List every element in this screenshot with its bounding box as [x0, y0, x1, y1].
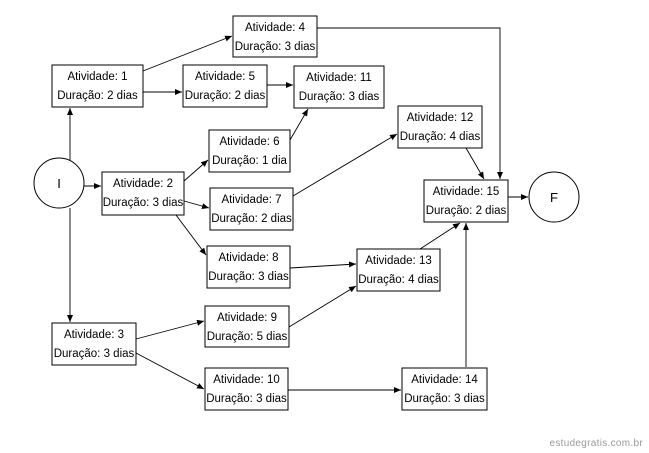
activity-box [356, 248, 441, 292]
activity-box [204, 367, 289, 411]
activity-duration: Duração: 1 dia [212, 155, 287, 167]
edge-a9-a13 [288, 285, 357, 328]
activity-duration: Duração: 3 dias [404, 393, 485, 405]
activity-node-a7: Atividade: 7 Duração: 2 dias [209, 187, 294, 231]
activity-box [397, 105, 483, 149]
edge-a1-a4 [142, 35, 233, 72]
activity-box [208, 129, 291, 173]
activity-node-a6: Atividade: 6 Duração: 1 dia [208, 129, 291, 173]
activity-name: Atividade: 3 [64, 329, 124, 341]
activity-node-a2: Atividade: 2 Duração: 3 dias [101, 171, 185, 216]
activity-name: Atividade: 4 [245, 22, 306, 34]
activity-duration: Duração: 3 dias [299, 91, 380, 103]
activity-duration: Duração: 5 dias [207, 331, 288, 343]
activity-node-a11: Atividade: 11 Duração: 3 dias [293, 65, 385, 109]
edge-a2-a8 [175, 214, 207, 256]
activity-node-a13: Atividade: 13 Duração: 4 dias [356, 248, 441, 292]
activity-node-a1: Atividade: 1 Duração: 2 dias [51, 64, 144, 108]
activity-name: Atividade: 8 [218, 252, 278, 264]
edge-a12-a15 [465, 147, 485, 180]
activity-node-a5: Atividade: 5 Duração: 2 dias [182, 64, 268, 108]
activity-box [206, 245, 291, 289]
edges-layer [67, 27, 528, 393]
activity-name: Atividade: 1 [67, 71, 127, 83]
activity-name: Atividade: 10 [213, 374, 280, 386]
activity-node-a10: Atividade: 10 Duração: 3 dias [204, 367, 289, 411]
activity-duration: Duração: 4 dias [400, 131, 481, 143]
finish-node: F [528, 171, 580, 223]
activity-box [204, 305, 290, 348]
activity-duration: Duração: 2 dias [426, 205, 507, 217]
start-node-label: I [57, 176, 61, 191]
edge-a3-a10 [135, 352, 205, 390]
finish-node-label: F [550, 190, 558, 205]
activity-box [209, 187, 294, 231]
activity-box [182, 64, 268, 108]
activity-name: Atividade: 7 [221, 194, 281, 206]
activity-duration: Duração: 2 dias [185, 90, 266, 102]
activity-duration: Duração: 2 dias [211, 213, 292, 225]
edge-a2-a7 [183, 200, 210, 210]
edge-a4-a15 [317, 27, 503, 179]
activity-box [423, 179, 509, 223]
activity-name: Atividade: 12 [407, 112, 474, 124]
activity-duration: Duração: 3 dias [54, 348, 135, 360]
activity-name: Atividade: 6 [219, 136, 279, 148]
edge-a6-a11 [289, 108, 309, 141]
activity-node-a15: Atividade: 15 Duração: 2 dias [423, 179, 509, 223]
start-node: I [33, 157, 85, 209]
activity-node-a14: Atividade: 14 Duração: 3 dias [401, 367, 488, 411]
activity-node-a12: Atividade: 12 Duração: 4 dias [397, 105, 483, 149]
activity-node-a8: Atividade: 8 Duração: 3 dias [206, 245, 291, 289]
edge-a13-a15 [419, 222, 461, 250]
activity-box [101, 171, 185, 216]
activity-box [293, 65, 385, 109]
activity-name: Atividade: 14 [411, 374, 478, 386]
activity-duration: Duração: 3 dias [103, 197, 184, 209]
activity-duration: Duração: 4 dias [358, 274, 439, 286]
activity-node-a3: Atividade: 3 Duração: 3 dias [51, 322, 137, 366]
activity-name: Atividade: 2 [113, 178, 173, 190]
edge-a2-a6 [183, 159, 209, 182]
edge-a3-a9 [135, 319, 205, 340]
activity-name: Atividade: 5 [195, 71, 255, 83]
activity-box [51, 64, 144, 108]
activity-node-a9: Atividade: 9 Duração: 5 dias [204, 305, 290, 348]
activity-duration: Duração: 3 dias [235, 41, 316, 53]
activity-box [51, 322, 137, 366]
edge-a7-a12 [292, 133, 398, 197]
activity-name: Atividade: 15 [433, 186, 500, 198]
edge-a8-a13 [289, 261, 357, 269]
activity-node-a4: Atividade: 4 Duração: 3 dias [232, 15, 318, 58]
activity-duration: Duração: 3 dias [208, 271, 289, 283]
watermark: estudegratis.com.br [549, 438, 643, 449]
activity-box [401, 367, 488, 411]
activity-name: Atividade: 9 [217, 312, 277, 324]
activity-name: Atividade: 11 [306, 72, 372, 84]
activity-box [232, 15, 318, 58]
activity-duration: Duração: 2 dias [57, 90, 138, 102]
activity-duration: Duração: 3 dias [206, 393, 287, 405]
activity-name: Atividade: 13 [365, 255, 432, 267]
